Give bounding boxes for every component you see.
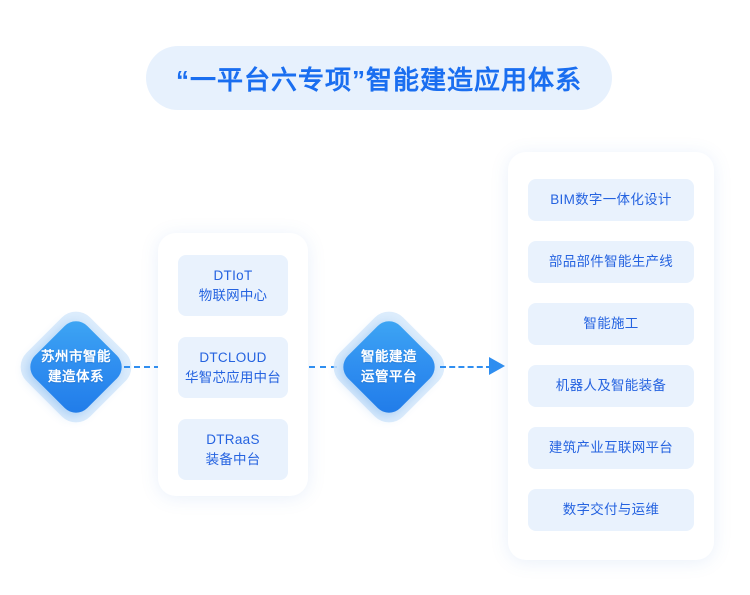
middle-card-dtraas[interactable]: DTRaaS 装备中台 — [178, 419, 288, 480]
node-platform-label: 智能建造 运管平台 — [335, 313, 443, 421]
right-card-robotics[interactable]: 机器人及智能装备 — [528, 365, 694, 407]
connector-platform-to-right — [440, 366, 492, 368]
node-platform-line1: 智能建造 — [361, 348, 417, 364]
diagram-title-pill: “一平台六专项”智能建造应用体系 — [146, 46, 612, 110]
middle-card-dtcloud-subtitle: 华智芯应用中台 — [185, 369, 281, 385]
node-origin-line1: 苏州市智能 — [41, 348, 111, 364]
node-origin-label: 苏州市智能 建造体系 — [22, 313, 130, 421]
node-platform[interactable]: 智能建造 运管平台 — [325, 303, 453, 431]
middle-card-dtcloud[interactable]: DTCLOUD 华智芯应用中台 — [178, 337, 288, 398]
page-title: “一平台六专项”智能建造应用体系 — [175, 64, 582, 95]
right-card-component-production-label: 部品部件智能生产线 — [548, 254, 674, 270]
arrow-right-icon — [489, 357, 505, 375]
right-card-industry-internet-label: 建筑产业互联网平台 — [548, 440, 674, 456]
right-card-digital-delivery-label: 数字交付与运维 — [562, 502, 660, 518]
right-card-component-production[interactable]: 部品部件智能生产线 — [528, 241, 694, 283]
right-card-robotics-label: 机器人及智能装备 — [555, 378, 667, 394]
right-card-bim-design-label: BIM数字一体化设计 — [550, 192, 672, 208]
right-card-bim-design[interactable]: BIM数字一体化设计 — [528, 179, 694, 221]
connector-middle-to-platform — [309, 366, 337, 368]
right-card-industry-internet[interactable]: 建筑产业互联网平台 — [528, 427, 694, 469]
connector-origin-to-middle — [124, 366, 160, 368]
right-card-smart-construction[interactable]: 智能施工 — [528, 303, 694, 345]
middle-card-dtcloud-title: DTCLOUD — [199, 349, 267, 365]
right-card-digital-delivery[interactable]: 数字交付与运维 — [528, 489, 694, 531]
node-origin-line2: 建造体系 — [48, 369, 104, 384]
middle-card-dtiot[interactable]: DTIoT 物联网中心 — [178, 255, 288, 316]
middle-card-dtraas-subtitle: 装备中台 — [205, 451, 261, 467]
node-origin[interactable]: 苏州市智能 建造体系 — [12, 303, 140, 431]
middle-card-dtiot-subtitle: 物联网中心 — [198, 287, 268, 303]
node-platform-line2: 运管平台 — [361, 369, 417, 384]
middle-card-dtraas-title: DTRaaS — [206, 431, 260, 447]
right-card-smart-construction-label: 智能施工 — [583, 316, 639, 332]
middle-card-dtiot-title: DTIoT — [213, 267, 253, 283]
